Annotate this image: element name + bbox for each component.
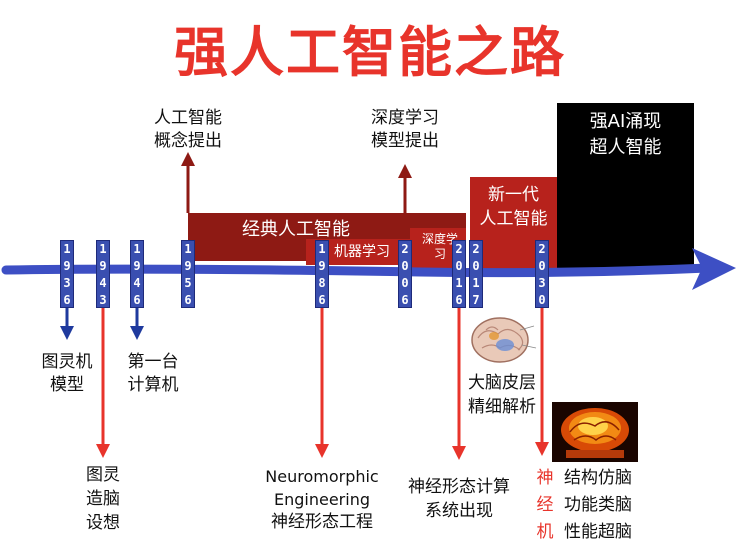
turing-arrowhead (60, 326, 74, 340)
neural-machine-char-2: 经 (536, 495, 554, 515)
computer-label-1: 第一台 (127, 352, 179, 372)
strong-ai-band (557, 103, 694, 272)
strong-ai-label-1: 强AI涌现 (589, 111, 662, 132)
ai-concept-arrowhead (181, 152, 195, 166)
deep-model-arrowhead (398, 164, 412, 178)
cortex-label-2: 精细解析 (468, 397, 536, 417)
timeline-axis (1, 263, 713, 278)
ai-concept-label-1: 人工智能 (154, 108, 222, 128)
deep-model-label-1: 深度学习 (371, 108, 439, 128)
deep-learning-label: 深度学习 (421, 232, 458, 261)
new-gen-label-1: 新一代 (488, 185, 539, 205)
neural-machine-feature-3: 性能超脑 (564, 522, 632, 542)
computer-arrowhead (130, 326, 144, 340)
brain-idea-arrowhead (96, 444, 110, 458)
neuromorphic-label-1: Neuromorphic (265, 467, 379, 486)
deep-model-label-2: 模型提出 (371, 131, 439, 151)
turing-label-2: 模型 (50, 375, 84, 395)
neural-machine-char-3: 机 (536, 522, 554, 542)
timeline-arrowhead (692, 248, 736, 290)
machine-learning-label: 机器学习 (334, 244, 390, 260)
ai-concept-label-2: 概念提出 (154, 131, 222, 151)
neuro-comp-label-2: 系统出现 (425, 501, 493, 521)
page-title: 强人工智能之路 (174, 21, 566, 84)
classic-ai-label: 经典人工智能 (242, 219, 350, 240)
neural-machine-char-1: 神 (536, 468, 554, 488)
neuromorphic-arrowhead (315, 444, 329, 458)
new-gen-label-2: 人工智能 (479, 209, 548, 229)
neural-machine-arrowhead (535, 442, 549, 456)
strong-ai-label-2: 超人智能 (589, 137, 662, 158)
neural-machine-feature-2: 功能类脑 (564, 495, 632, 515)
brain-illustration (471, 317, 537, 363)
neuromorphic-label-3: 神经形态工程 (271, 512, 373, 532)
neuro-comp-arrowhead (452, 446, 466, 460)
computer-label-2: 计算机 (127, 375, 179, 395)
turing-label-1: 图灵机 (41, 352, 93, 372)
neural-machine-feature-1: 结构仿脑 (564, 468, 632, 488)
neuro-comp-label-1: 神经形态计算 (408, 477, 510, 497)
brain-idea-label-3: 设想 (86, 513, 120, 533)
brain-idea-label-2: 造脑 (86, 489, 120, 509)
cortex-label-1: 大脑皮层 (468, 373, 536, 393)
neuromorphic-label-2: Engineering (274, 490, 370, 509)
brain-idea-label-1: 图灵 (86, 465, 120, 485)
glowing-chip-brain (552, 402, 638, 462)
